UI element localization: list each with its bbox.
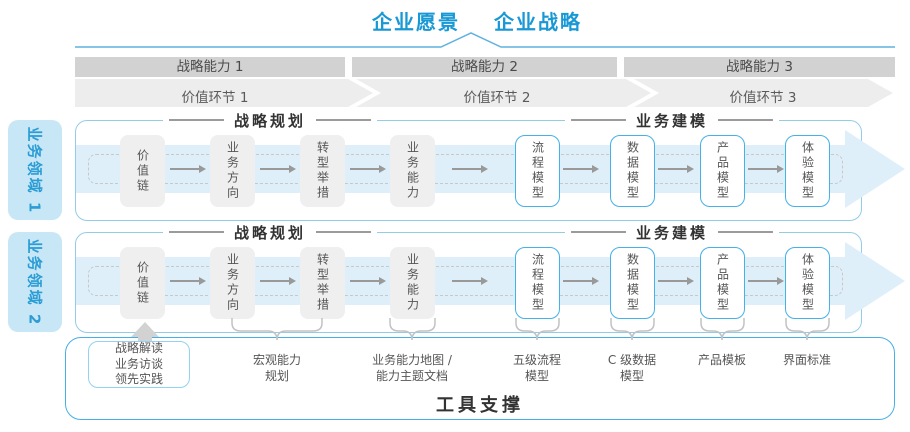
divider-line — [718, 231, 774, 233]
right-arrow-icon — [748, 164, 784, 174]
divider-line — [316, 119, 372, 121]
node-business-capability: 业务能力 — [390, 247, 435, 319]
right-arrow-icon — [350, 276, 386, 286]
annotation-ui-standard: 界面标准 — [782, 353, 832, 367]
annotation-capability-map-docs: 业务能力地图 / 能力主题文档 — [372, 353, 452, 384]
capability-bar-3: 战略能力 3 — [624, 57, 895, 77]
node-transformation-initiatives: 转型举措 — [300, 135, 345, 207]
divider-line — [718, 119, 774, 121]
section-label-strategic-planning: 战略规划 — [162, 222, 378, 242]
right-arrow-icon — [350, 164, 386, 174]
value-chain-chevrons — [75, 79, 893, 107]
right-arrow-icon — [260, 276, 296, 286]
node-product-model: 产品模型 — [700, 247, 745, 319]
node-product-model: 产品模型 — [700, 135, 745, 207]
node-value-chain: 价值链 — [120, 135, 165, 207]
page-title: 企业愿景 企业战略 — [22, 6, 910, 35]
flow-row-domain-1: 战略规划 业务建模 价值链 业务方向 转型举措 业务能力 流程模型 数据模型 产… — [0, 110, 910, 221]
node-business-direction: 业务方向 — [210, 135, 255, 207]
tool-support-container — [65, 337, 895, 420]
right-arrow-icon — [452, 164, 488, 174]
node-experience-model: 体验模型 — [785, 135, 830, 207]
value-link-label-3: 价值环节 3 — [729, 90, 797, 106]
vision-connector-line — [75, 32, 895, 48]
node-process-model: 流程模型 — [515, 135, 560, 207]
right-arrow-icon — [563, 276, 599, 286]
strategy-input-box: 战略解读 业务访谈 领先实践 — [88, 341, 190, 388]
annotation-five-level-process-model: 五级流程 模型 — [512, 353, 562, 384]
right-arrow-icon — [170, 164, 206, 174]
strategy-title: 企业战略 — [494, 10, 582, 34]
domain-tab-1: 业务领域 1 — [8, 120, 62, 220]
flow-row-domain-2: 战略规划 业务建模 价值链 业务方向 转型举措 业务能力 流程模型 数据模型 产… — [0, 222, 910, 333]
right-arrow-icon — [260, 164, 296, 174]
dashed-flow-outline — [88, 266, 843, 296]
node-business-capability: 业务能力 — [390, 135, 435, 207]
node-experience-model: 体验模型 — [785, 247, 830, 319]
node-business-direction: 业务方向 — [210, 247, 255, 319]
dashed-flow-outline — [88, 154, 843, 184]
right-arrow-icon — [748, 276, 784, 286]
divider-line — [316, 231, 372, 233]
right-arrow-icon — [658, 164, 694, 174]
node-process-model: 流程模型 — [515, 247, 560, 319]
right-arrow-icon — [170, 276, 206, 286]
node-data-model: 数据模型 — [610, 135, 655, 207]
annotation-c-level-data-model: C 级数据 模型 — [607, 353, 657, 384]
vision-title: 企业愿景 — [372, 10, 460, 34]
capability-bar-2: 战略能力 2 — [352, 57, 617, 77]
divider-line — [570, 231, 626, 233]
tool-support-label: 工具支撑 — [436, 395, 524, 416]
annotation-macro-capability-planning: 宏观能力 规划 — [252, 353, 302, 384]
section-label-business-modeling: 业务建模 — [564, 222, 780, 242]
section-label-business-modeling: 业务建模 — [564, 110, 780, 130]
right-arrow-icon — [563, 164, 599, 174]
divider-line — [168, 231, 224, 233]
node-value-chain: 价值链 — [120, 247, 165, 319]
value-link-label-1: 价值环节 1 — [181, 90, 249, 106]
value-link-label-2: 价值环节 2 — [463, 90, 531, 106]
node-data-model: 数据模型 — [610, 247, 655, 319]
node-transformation-initiatives: 转型举措 — [300, 247, 345, 319]
right-arrow-icon — [452, 276, 488, 286]
capability-bar-1: 战略能力 1 — [75, 57, 345, 77]
annotation-product-template: 产品模板 — [697, 353, 747, 367]
domain-tab-2: 业务领域 2 — [8, 232, 62, 332]
right-arrow-icon — [658, 276, 694, 286]
divider-line — [570, 119, 626, 121]
section-label-strategic-planning: 战略规划 — [162, 110, 378, 130]
divider-line — [168, 119, 224, 121]
